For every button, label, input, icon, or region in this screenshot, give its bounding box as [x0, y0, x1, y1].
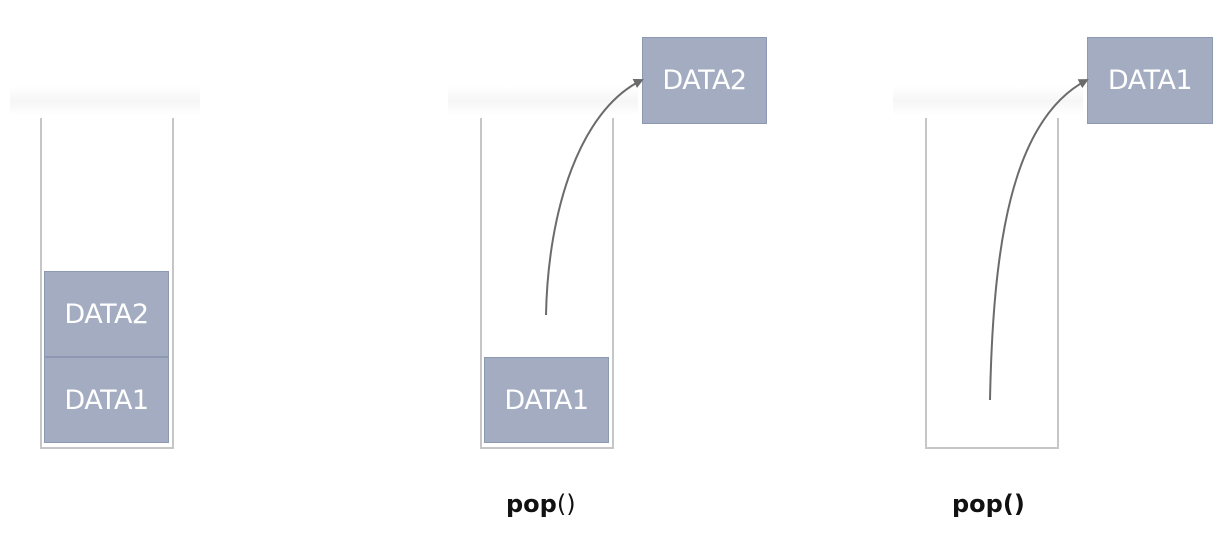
caption-parens: () [1002, 490, 1025, 518]
stack-3-container [925, 118, 1059, 449]
stack-3-caption: pop() [952, 490, 1025, 518]
stack-1-item-data2: DATA2 [44, 271, 169, 357]
caption-function-name: pop [506, 490, 557, 518]
caption-function-name: pop [952, 490, 1003, 518]
arrow-pop-data2 [545, 78, 644, 316]
stack-2-item-data1: DATA1 [484, 357, 609, 443]
stack-1-container [40, 118, 174, 449]
stack-2-opening [448, 86, 638, 116]
stack-3-popped-data1: DATA1 [1087, 37, 1213, 124]
stack-2-caption: pop() [506, 490, 576, 518]
stack-2-container [480, 118, 614, 449]
arrow-pop-data1 [989, 79, 1089, 401]
stack-1-item-data1: DATA1 [44, 357, 169, 443]
stack-2-popped-data2: DATA2 [642, 37, 767, 124]
stack-1-opening [10, 86, 200, 116]
caption-parens: () [556, 490, 576, 518]
